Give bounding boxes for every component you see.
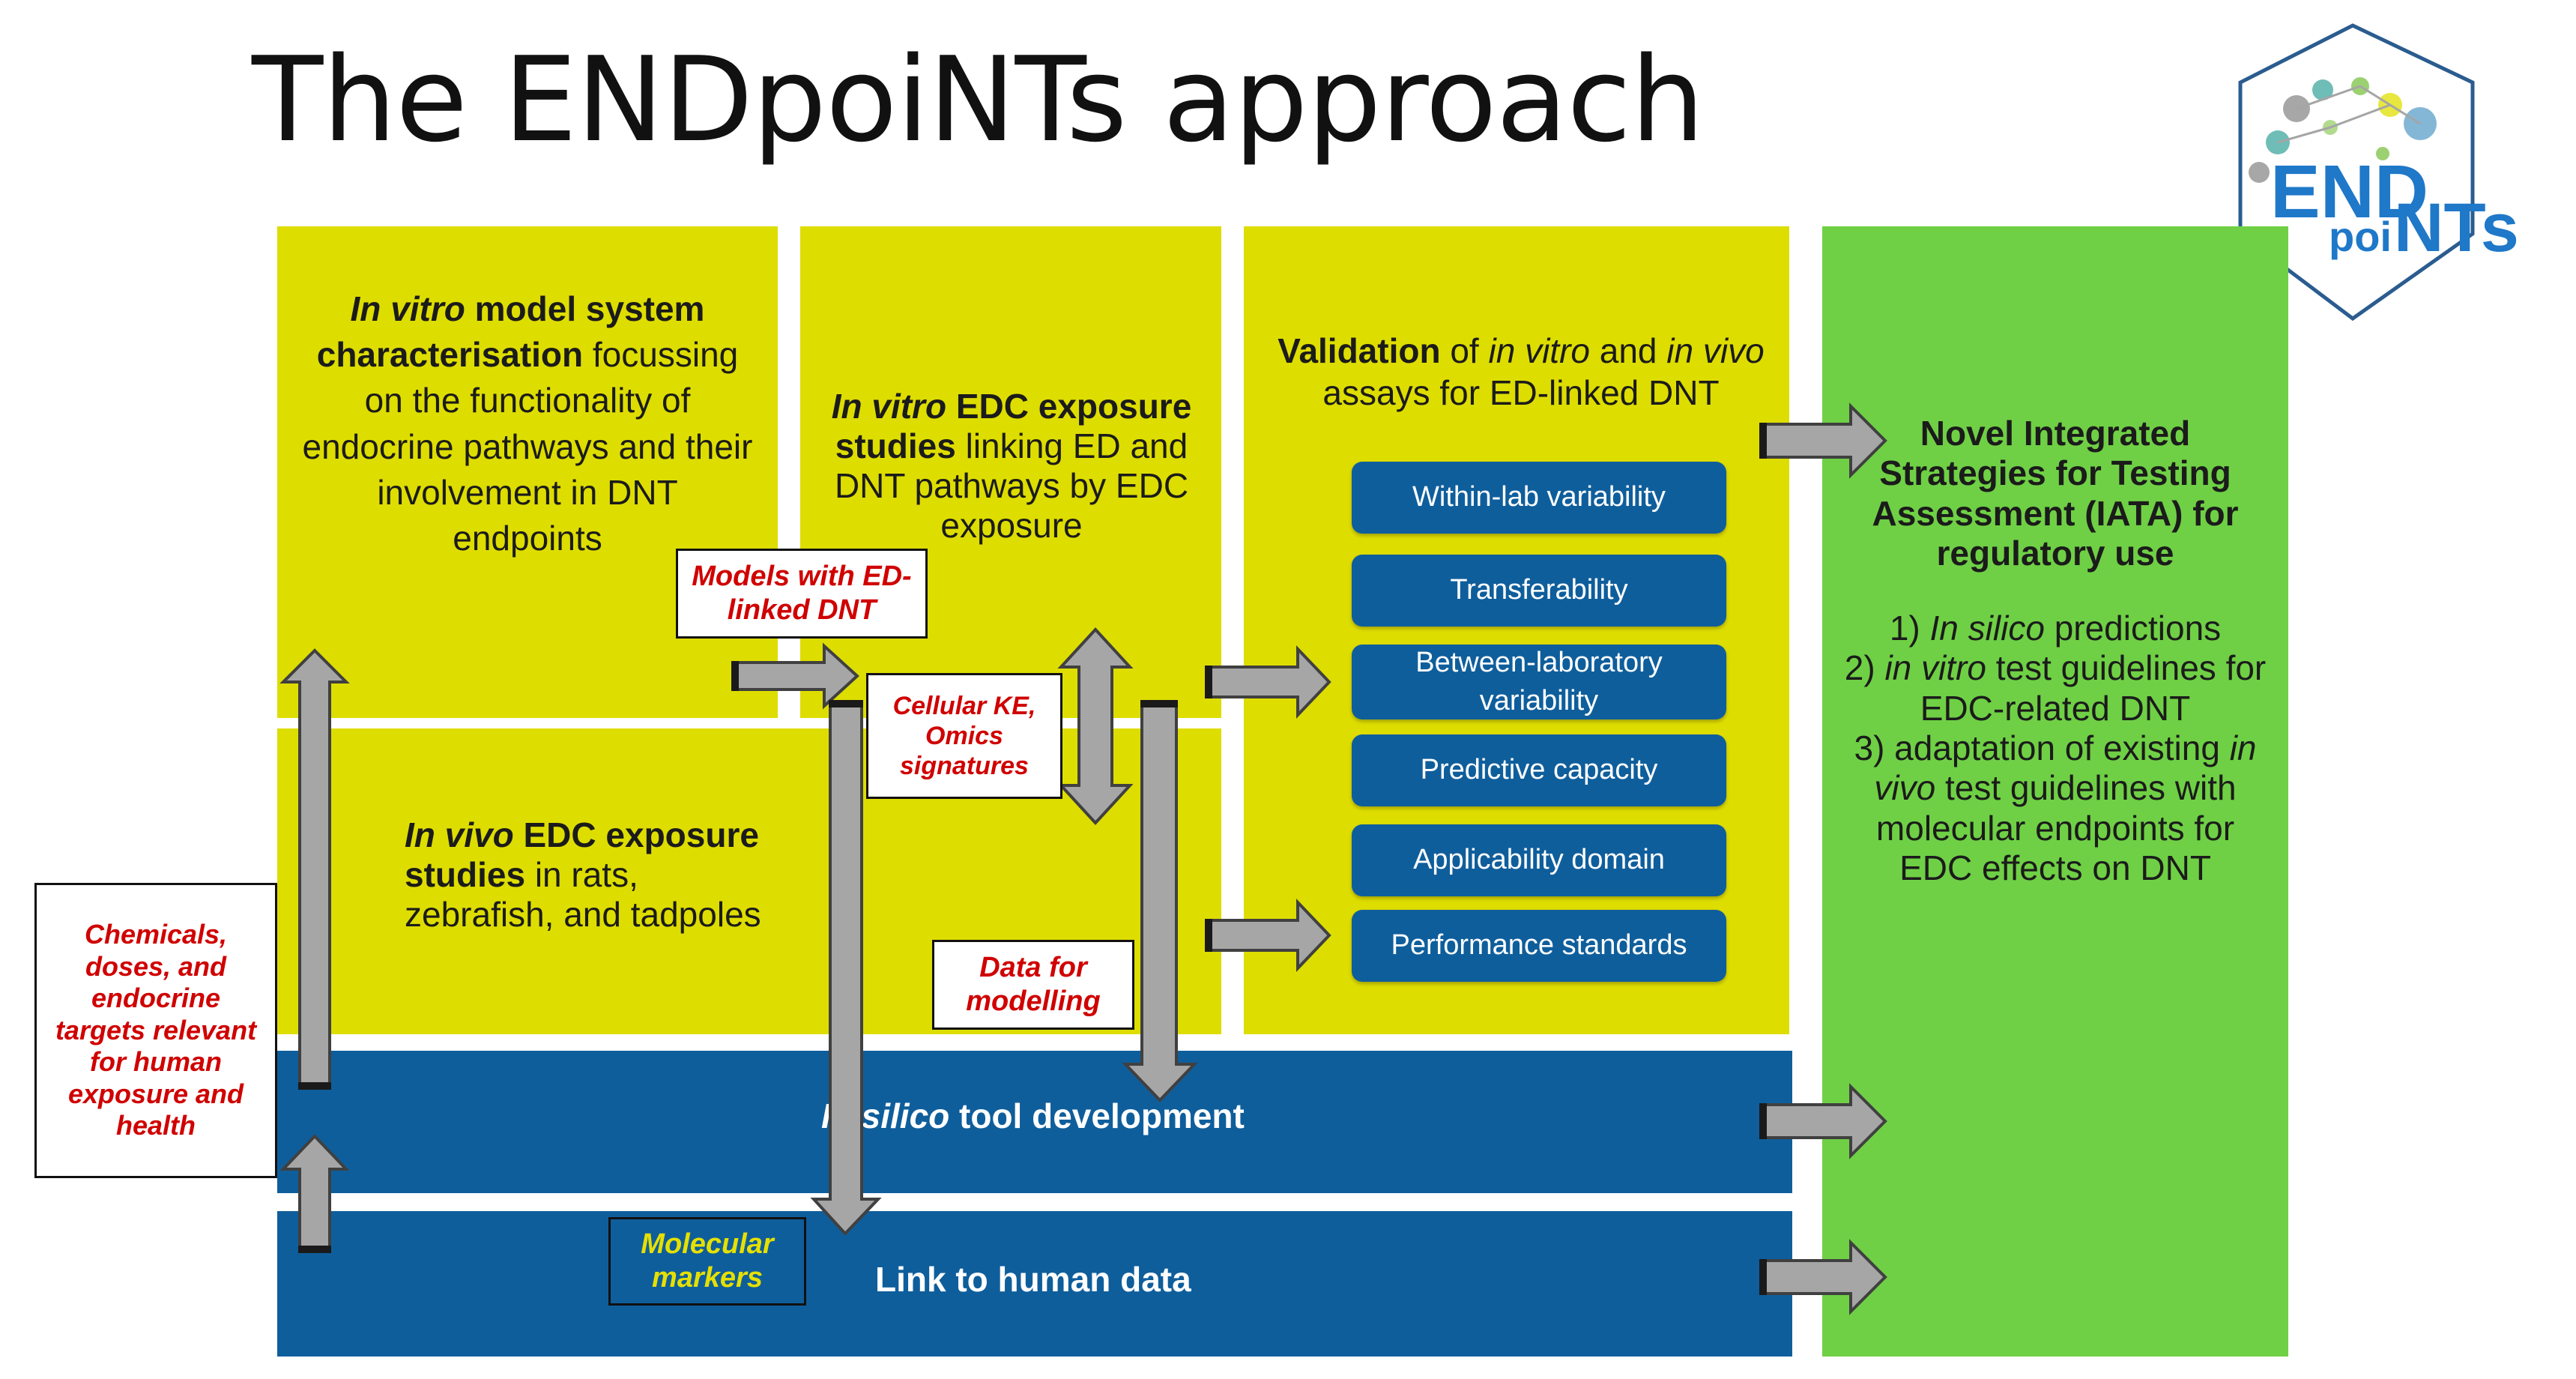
pill-within-lab-variability: Within-lab variability [1352,462,1726,534]
down-arrow-to-in-silico [1122,700,1198,1102]
iata-list: 1) In silico predictions 2) in vitro tes… [1837,609,2273,889]
pill-transferability: Transferability [1352,555,1726,627]
down-arrow-exposure-to-human-data [810,700,882,1236]
pill-between-laboratory-variability: Between-laboratory variability [1352,645,1726,719]
human-data-band [277,1211,1792,1357]
cellular-label: Cellular KE, Omics signatures [866,673,1062,799]
page-title: The ENDpoiNTs approach [252,31,1705,168]
in-silico-band [277,1051,1792,1193]
iata-item-2: 2) in vitro test guidelines for EDC-rela… [1844,648,2267,728]
in-vivo-exposure-text: In vivo EDC exposure studies in rats, ze… [405,815,761,934]
molecular-markers-label: Molecular markers [608,1217,806,1306]
validation-text: Validation of in vitro and in vivo assay… [1278,331,1765,413]
right-arrow-in-silico-to-iata [1759,1083,1887,1159]
iata-item-1: 1) In silico predictions [1889,609,2222,648]
human-data-band-label: Link to human data [875,1260,1191,1299]
pill-predictive-capacity: Predictive capacity [1352,734,1726,806]
chemicals-label: Chemicals, doses, and endocrine targets … [34,883,277,1178]
validation-box [1244,226,1789,1034]
up-arrow-from-human-data [279,1134,350,1253]
iata-heading: Novel Integrated Strategies for Testing … [1872,414,2239,573]
pill-applicability-domain: Applicability domain [1352,824,1726,896]
right-arrow-into-validation-upper [1205,645,1331,719]
double-arrow-cellular [1057,627,1134,825]
in-vitro-exposure-text: In vitro EDC exposure studies linking ED… [831,387,1192,545]
right-arrow-human-data-to-iata [1759,1239,1887,1315]
right-arrow-models-to-exposure [731,642,859,710]
up-arrow-to-in-vitro-model [279,648,350,1090]
pill-performance-standards: Performance standards [1352,910,1726,982]
iata-box [1822,226,2288,1357]
data-for-modelling-label: Data for modelling [932,940,1134,1030]
iata-item-3: 3) adaptation of existing in vivo test g… [1854,728,2257,888]
in-vitro-model-text: In vitro model system characterisation f… [302,289,753,558]
right-arrow-validation-to-iata [1759,402,1887,479]
models-label: Models with ED-linked DNT [676,549,928,639]
right-arrow-into-validation-lower [1205,899,1331,972]
